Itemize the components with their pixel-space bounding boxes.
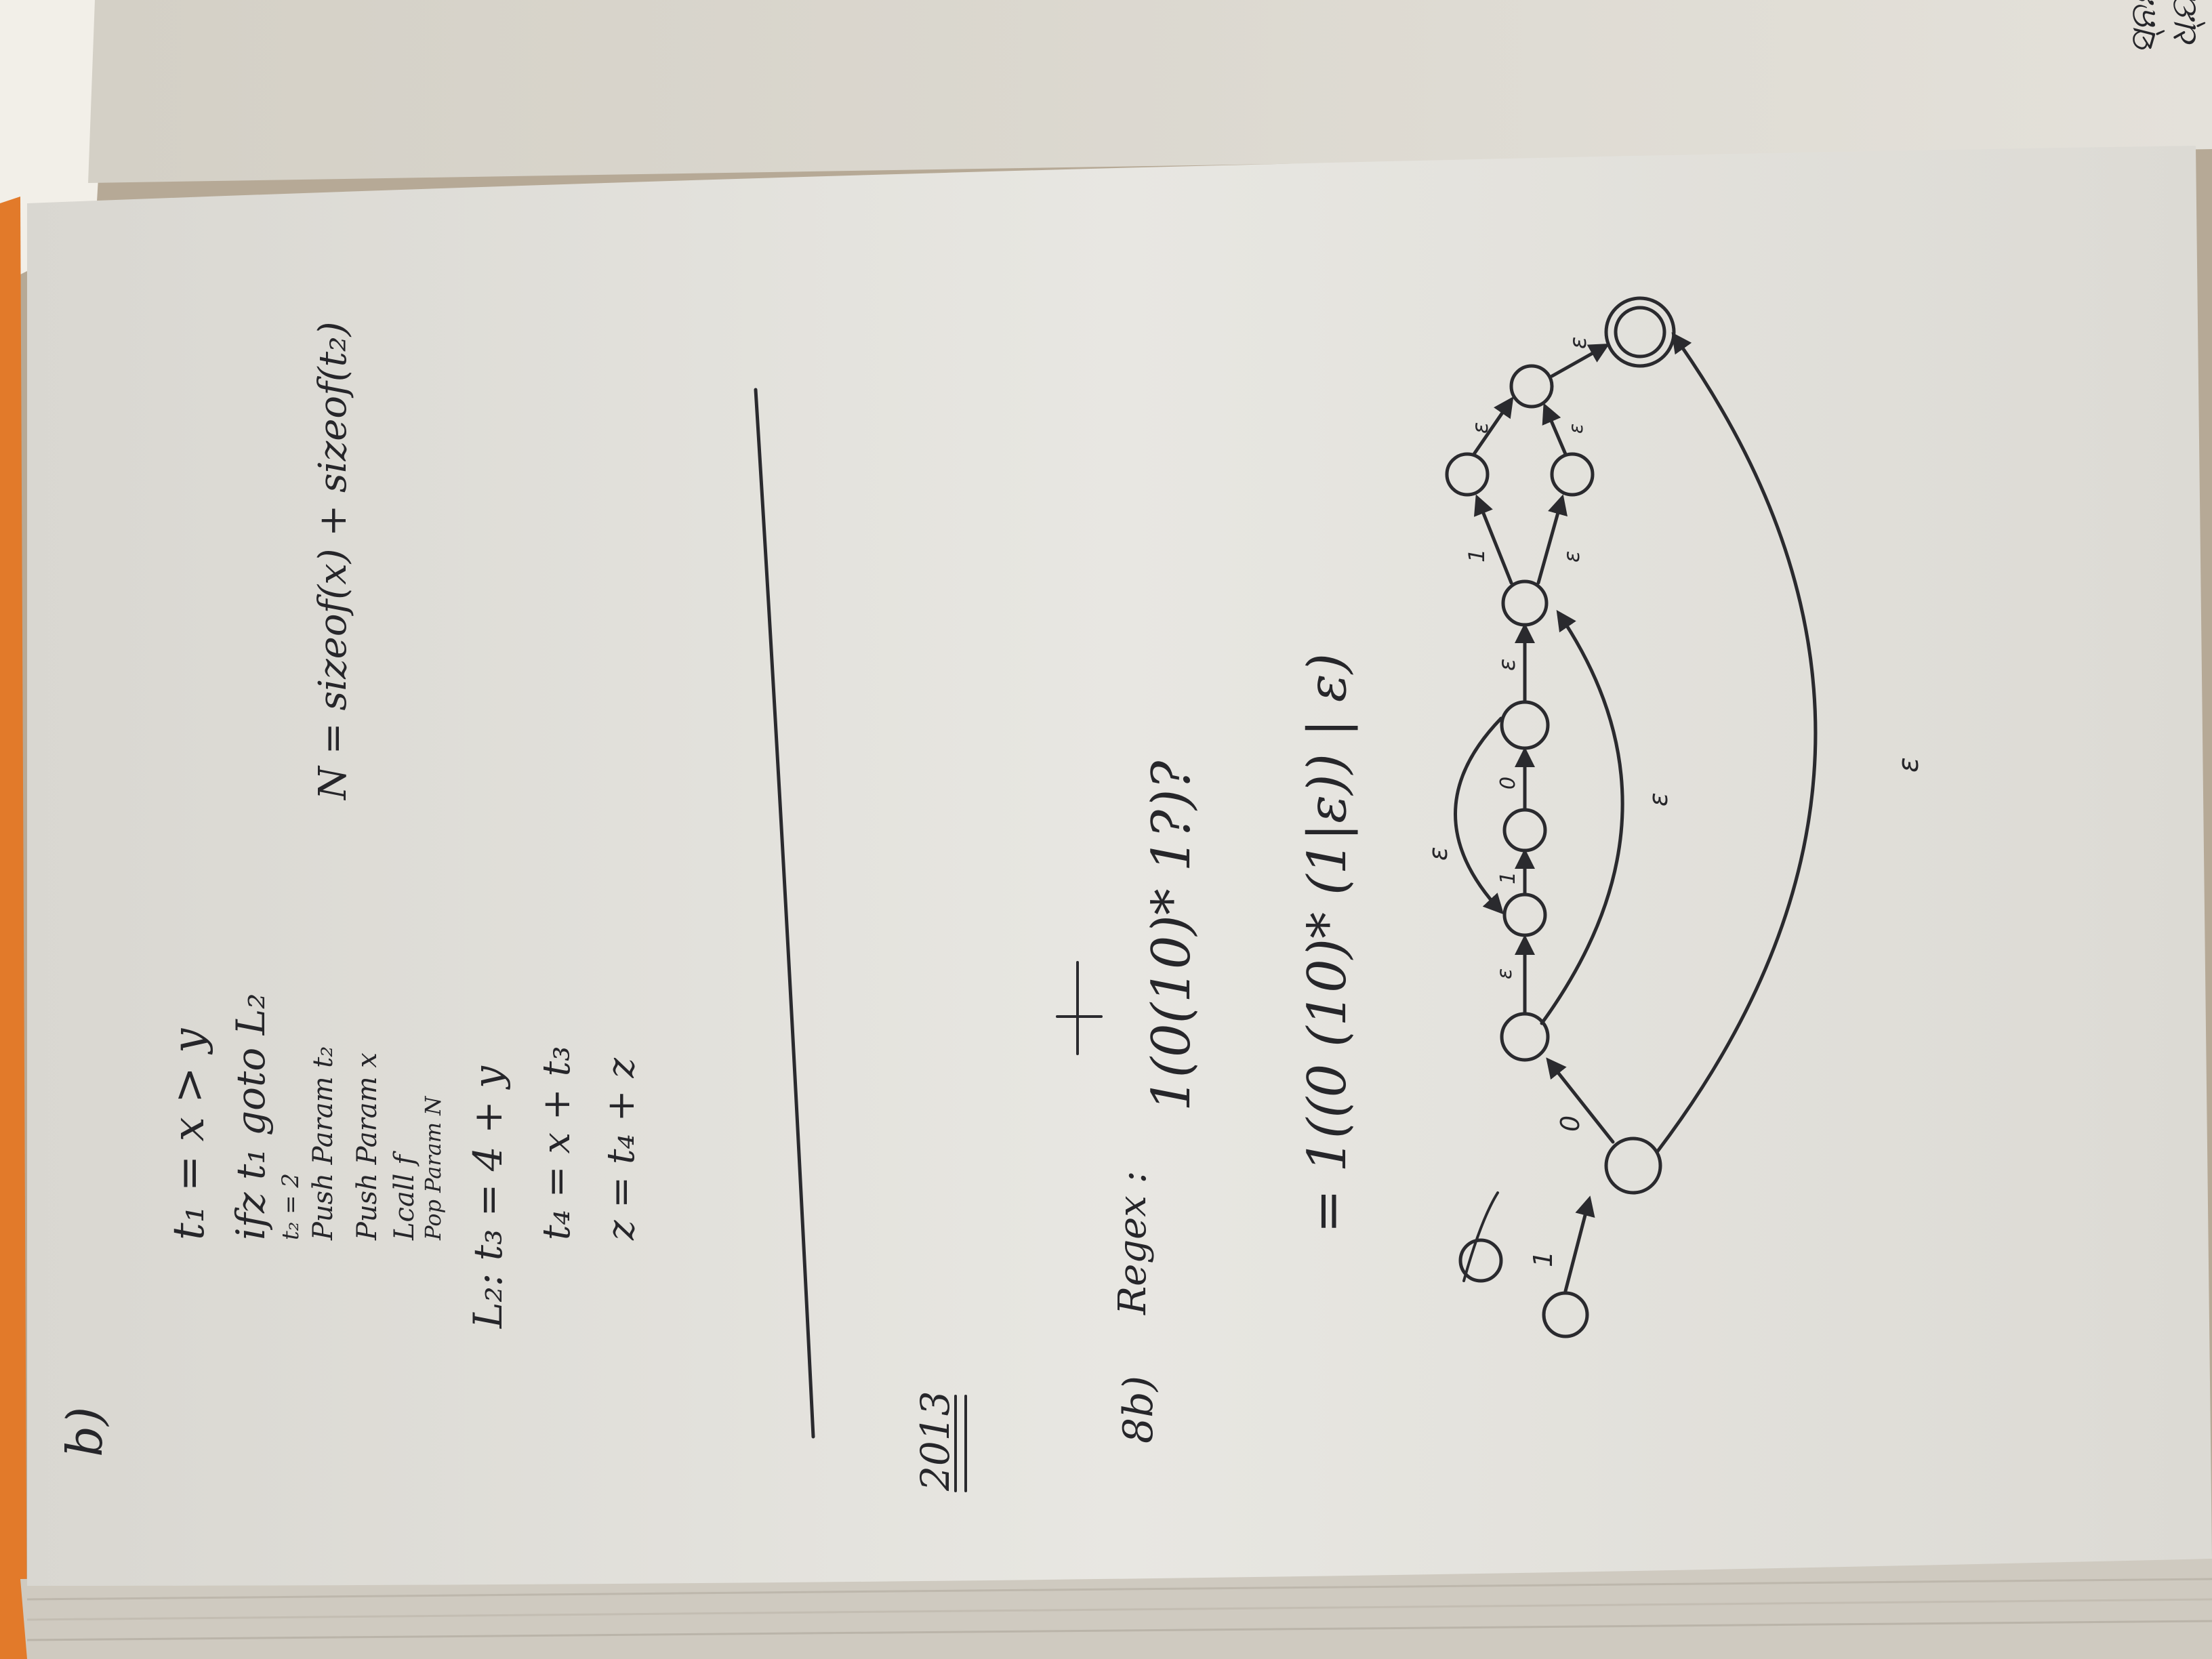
struck-out-token [1056, 961, 1103, 1055]
nfa-diagram: 1 0 ε 1 0 ε ε 1 ε ε ε ε ε ε [1423, 296, 1925, 1338]
tac-line-5: Push Param x [352, 1052, 383, 1241]
svg-text:ସ୍ନୟ: ସ୍ନୟ [2123, 0, 2165, 54]
nfa-state [1604, 1136, 1662, 1195]
regex-line-2: = 1((0 (10)* (1|ε)) | ε) [1297, 653, 1358, 1233]
transition-0 [1546, 1057, 1615, 1144]
symbol-zero-mid: 0 [1496, 777, 1520, 790]
symbol-eps-loop: ε [1423, 846, 1453, 861]
orange-cover-edge [0, 197, 27, 1659]
symbol-eps-upper-merge: ε [1467, 422, 1493, 434]
symbol-eps-accept: ε [1565, 337, 1592, 349]
nfa-state [1550, 452, 1595, 497]
regex-label: Regex : [1111, 1170, 1155, 1315]
transition-to-upper [1473, 494, 1513, 585]
nfa-accept-state-inner [1614, 306, 1666, 359]
nfa-state [1445, 452, 1490, 497]
question-number: 8b) [1115, 1376, 1162, 1443]
transition-to-lower [1536, 494, 1568, 585]
part-marker: b) [56, 1407, 113, 1457]
top-right-note: ସ୍ନୟ ଧ୍ଯ [2123, 0, 2206, 54]
transition-loop [1454, 716, 1504, 915]
size-note: N = sizeof(x) + sizeof(t₂) [311, 322, 355, 801]
tac-line-4: Push Param t₂ [308, 1046, 339, 1241]
transition-skip [1540, 610, 1624, 1025]
symbol-one-mid: 1 [1496, 872, 1520, 884]
symbol-eps-lower: ε [1559, 551, 1584, 562]
transition-to-accept [1550, 344, 1610, 378]
symbol-zero: 0 [1555, 1115, 1585, 1132]
symbol-one-upper: 1 [1464, 549, 1490, 562]
back-page [88, 0, 2212, 183]
nfa-accept-state [1604, 296, 1676, 368]
tac-line-7: Pop Param N [420, 1096, 446, 1241]
nfa-state [1542, 1291, 1589, 1338]
tac-line-1: t₁ = x > y [164, 1028, 214, 1240]
tac-line-6: Lcall f [389, 1151, 420, 1241]
crossed-out-state [1458, 1238, 1503, 1283]
tac-line-3: t₂ = 2 [277, 1173, 304, 1240]
tac-line-9: t₄ = x + t₃ [535, 1046, 579, 1240]
nfa-state [1509, 364, 1554, 409]
notebook-page [27, 146, 2212, 1586]
transition-1 [1563, 1195, 1595, 1293]
tac-line-2: ifz t₁ goto L₂ [228, 994, 274, 1240]
symbol-one: 1 [1528, 1251, 1558, 1267]
symbol-eps-skip: ε [1643, 792, 1673, 806]
symbol-eps-lower-merge: ε [1565, 424, 1587, 434]
tac-line-10: z = t₄ + z [599, 1057, 643, 1241]
symbol-eps-long: ε [1891, 757, 1925, 773]
divider-line [754, 388, 815, 1439]
transition-lower-merge [1542, 403, 1568, 456]
regex-line-1: 1(0(10)* 1?)? [1141, 760, 1202, 1111]
tac-line-8: L₂: t₃ = 4 + y [465, 1065, 511, 1329]
symbol-eps: ε [1493, 968, 1517, 979]
symbol-eps-mid: ε [1494, 659, 1521, 671]
transition-eps-long [1655, 332, 1818, 1154]
svg-text:ଧ୍ଯ: ଧ୍ଯ [2164, 0, 2206, 47]
year-heading: 2013 [912, 1391, 958, 1492]
transition-upper-merge [1472, 396, 1514, 456]
